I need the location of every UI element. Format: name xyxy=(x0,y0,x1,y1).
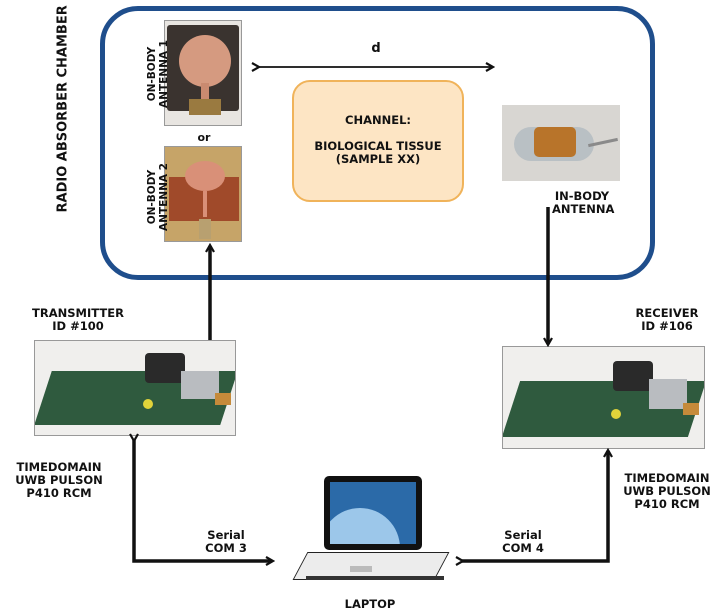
laptop-icon xyxy=(292,476,450,598)
receiver-model: TIMEDOMAIN UWB PULSON P410 RCM xyxy=(623,471,711,511)
transmitter-id: ID #100 xyxy=(52,319,104,333)
or-label: or xyxy=(197,131,211,144)
laptop-tx-link xyxy=(134,440,272,561)
laptop-label: LAPTOP xyxy=(344,597,396,611)
distance-label: d xyxy=(371,41,381,56)
channel-title: CHANNEL: xyxy=(345,113,411,127)
receiver-id: ID #106 xyxy=(641,319,693,333)
in-body-antenna-photo xyxy=(502,105,620,181)
transmitter-title: TRANSMITTER xyxy=(32,306,124,320)
receiver-board-photo xyxy=(502,346,705,449)
on-body-antenna-2-photo xyxy=(164,146,242,242)
transmitter-model: TIMEDOMAIN UWB PULSON P410 RCM xyxy=(15,460,103,500)
channel-box xyxy=(292,80,464,202)
laptop-rx-link xyxy=(462,451,608,561)
receiver-title: RECEIVER xyxy=(635,306,699,320)
in-body-antenna-label: IN-BODY ANTENNA xyxy=(552,189,615,216)
on-body-antenna-1-photo xyxy=(164,20,242,126)
channel-body: BIOLOGICAL TISSUE (SAMPLE XX) xyxy=(314,139,442,166)
transmitter-board-photo xyxy=(34,340,236,436)
radio-absorber-chamber xyxy=(100,6,655,280)
